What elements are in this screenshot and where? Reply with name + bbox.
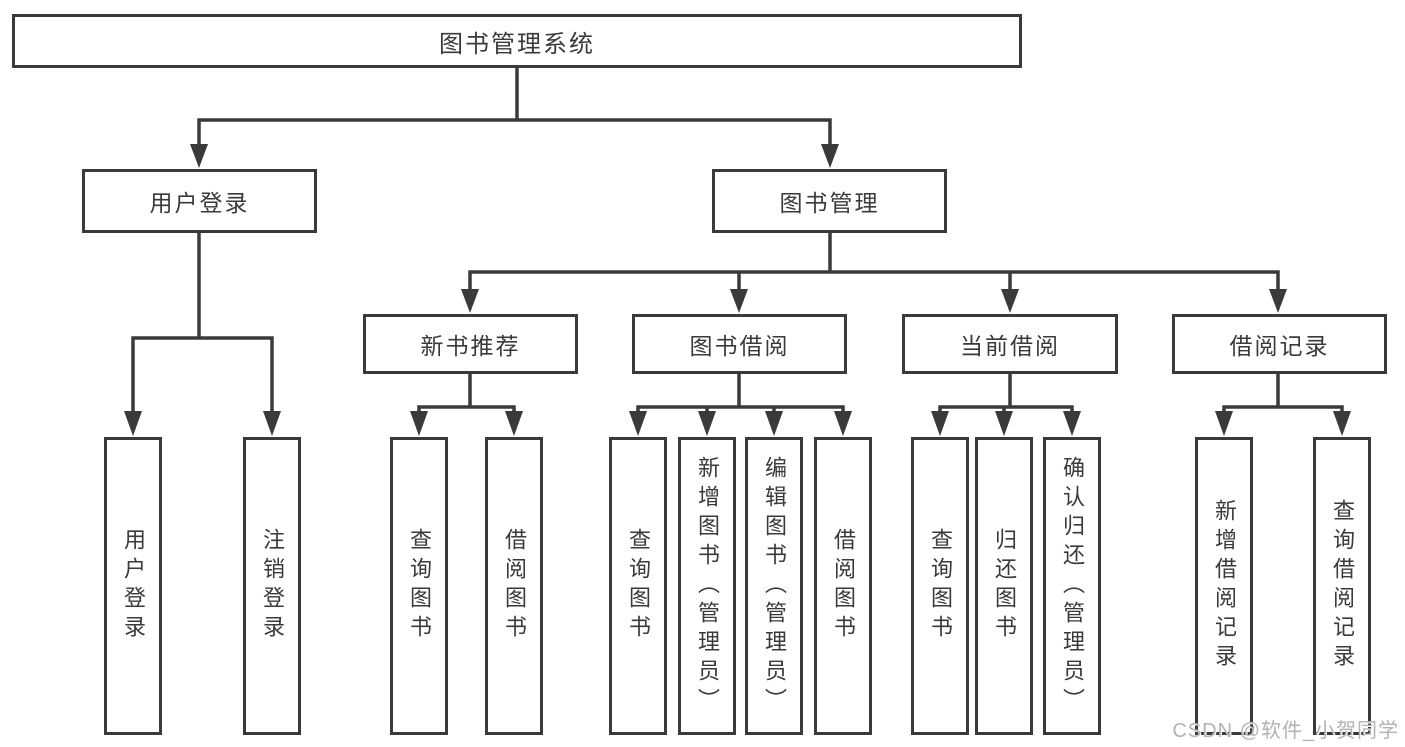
- leaf-query-books-current: 查询图书: [911, 437, 969, 735]
- node-label: 借阅图书: [502, 528, 527, 644]
- csdn-watermark: CSDN @软件_小贺同学: [1172, 720, 1399, 742]
- leaf-query-borrow-record: 查询借阅记录: [1313, 437, 1371, 735]
- connector-borrow-records-to-leaves: [1215, 371, 1351, 436]
- connector-user-login-to-leaves: [124, 231, 281, 436]
- node-label: 查询图书: [928, 528, 953, 644]
- node-label: 借阅记录: [1229, 333, 1330, 359]
- node-label: 图书管理系统: [439, 30, 595, 58]
- node-label: 用户登录: [121, 528, 146, 644]
- node-label: 新增借阅记录: [1212, 499, 1237, 673]
- leaf-return-book: 归还图书: [975, 437, 1033, 735]
- node-label: 查询图书: [407, 528, 432, 644]
- leaf-add-book-admin: 新增图书（管理员）: [678, 437, 736, 735]
- node-new-book-recommend: 新书推荐: [363, 314, 578, 374]
- node-label: 编辑图书（管理员）: [762, 455, 787, 717]
- node-library-management-system: 图书管理系统: [12, 14, 1022, 68]
- leaf-query-books-borrow: 查询图书: [609, 437, 667, 735]
- node-label: 当前借阅: [960, 333, 1060, 359]
- node-label: 注销登录: [260, 528, 285, 644]
- connector-new-book-to-leaves: [410, 371, 523, 436]
- node-book-management: 图书管理: [712, 169, 947, 233]
- node-label: 新书推荐: [420, 333, 521, 359]
- node-user-login: 用户登录: [82, 169, 317, 233]
- node-label: 借阅图书: [831, 528, 856, 644]
- connector-book-borrow-to-leaves: [629, 371, 852, 436]
- node-label: 查询借阅记录: [1330, 499, 1355, 673]
- leaf-logout: 注销登录: [243, 437, 301, 735]
- connector-book-management-to-level3: [461, 231, 1287, 313]
- node-book-borrow: 图书借阅: [632, 314, 847, 374]
- node-label: 用户登录: [149, 190, 250, 216]
- node-label: 新增图书（管理员）: [695, 455, 720, 717]
- node-label: 确认归还（管理员）: [1060, 455, 1085, 717]
- leaf-user-login: 用户登录: [104, 437, 162, 735]
- node-label: 查询图书: [626, 528, 651, 644]
- node-label: 归还图书: [992, 528, 1017, 644]
- node-borrow-records: 借阅记录: [1172, 314, 1387, 374]
- leaf-edit-book-admin: 编辑图书（管理员）: [745, 437, 803, 735]
- connector-root-to-level2: [190, 66, 839, 168]
- node-label: 图书管理: [779, 190, 880, 216]
- connector-current-borrow-to-leaves: [931, 371, 1081, 436]
- node-label: 图书借阅: [689, 333, 790, 359]
- leaf-add-borrow-record: 新增借阅记录: [1195, 437, 1253, 735]
- leaf-borrow-books: 借阅图书: [814, 437, 872, 735]
- leaf-query-books-recommend: 查询图书: [390, 437, 448, 735]
- node-current-borrow: 当前借阅: [902, 314, 1118, 374]
- leaf-borrow-books-recommend: 借阅图书: [485, 437, 543, 735]
- leaf-confirm-return-admin: 确认归还（管理员）: [1043, 437, 1101, 735]
